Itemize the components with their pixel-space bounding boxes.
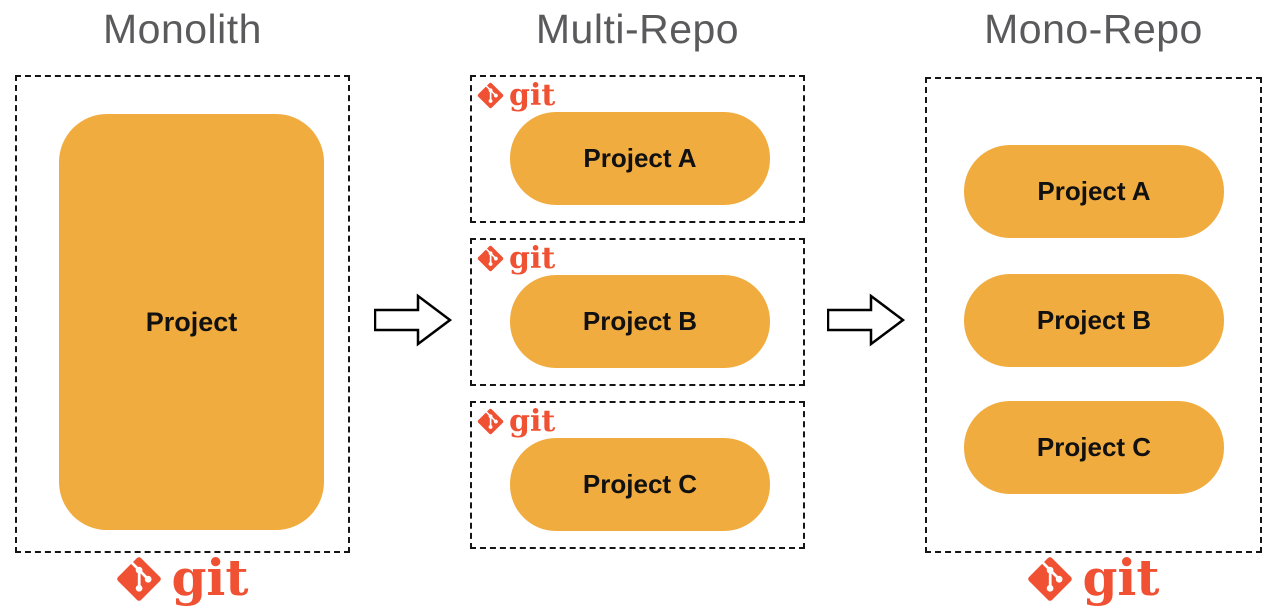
mono-project-a-label: Project A (1037, 176, 1151, 206)
repo-c-git-logo: git (477, 403, 556, 440)
monolith-repo-boundary: Project (15, 75, 350, 553)
project-c-label: Project C (582, 469, 698, 499)
git-wordmark: git (509, 403, 556, 439)
mono-repo-boundary: Project A Project B Project C (925, 77, 1262, 553)
git-wordmark: git (171, 547, 249, 607)
project-c-block: Project C (510, 438, 770, 531)
git-icon (116, 556, 162, 607)
git-icon (477, 245, 504, 277)
git-icon (1027, 556, 1073, 607)
monolith-title: Monolith (103, 6, 262, 52)
multi-repo-title: Multi-Repo (535, 6, 740, 52)
project-b-block: Project B (510, 275, 770, 368)
monolith-project-label: Project (145, 306, 238, 337)
arrow-right-icon (374, 292, 452, 348)
mono-project-b-block: Project B (964, 274, 1224, 367)
multi-repo-boundary-c: git Project C (470, 401, 805, 549)
mono-repo-title: Mono-Repo (984, 6, 1203, 52)
project-a-label: Project A (583, 143, 697, 173)
mono-project-a-block: Project A (964, 145, 1224, 238)
git-wordmark: git (1082, 547, 1160, 607)
mono-project-c-label: Project C (1036, 432, 1152, 462)
repo-a-git-logo: git (477, 77, 556, 114)
git-wordmark: git (509, 240, 556, 276)
git-icon (477, 82, 504, 114)
mono-repo-git-logo: git (925, 547, 1262, 607)
project-b-label: Project B (582, 306, 698, 336)
arrow-right-icon (827, 292, 905, 348)
multi-repo-boundary-a: git Project A (470, 75, 805, 223)
mono-project-c-block: Project C (964, 401, 1224, 494)
repo-b-git-logo: git (477, 240, 556, 277)
multi-repo-boundary-b: git Project B (470, 238, 805, 386)
monolith-git-logo: git (15, 547, 350, 607)
mono-project-b-label: Project B (1036, 305, 1152, 335)
git-icon (477, 408, 504, 440)
project-a-block: Project A (510, 112, 770, 205)
monolith-project-block: Project (59, 114, 324, 530)
git-wordmark: git (509, 77, 556, 113)
